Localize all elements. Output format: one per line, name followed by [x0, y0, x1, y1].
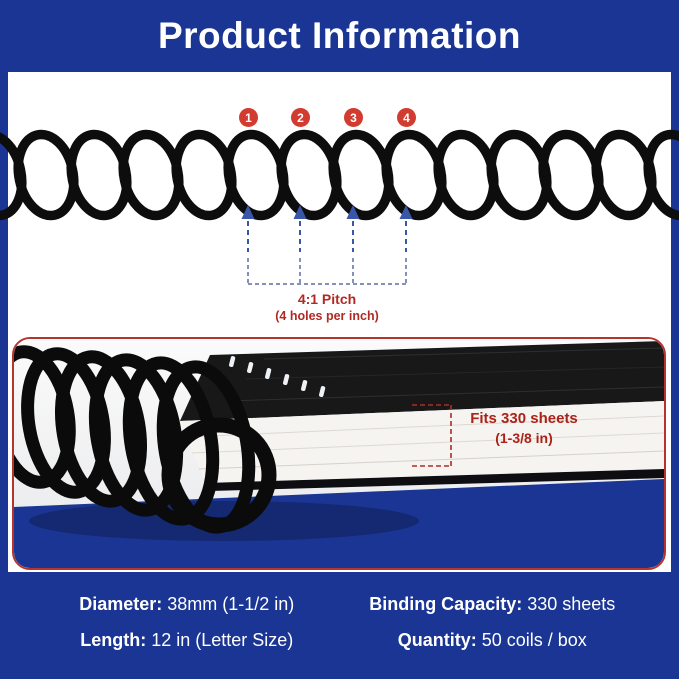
spec-length-label: Length:	[80, 630, 147, 650]
thickness-dimension-lines	[412, 404, 452, 467]
coil-pitch-diagram	[0, 129, 679, 285]
spec-diameter-label: Diameter:	[79, 594, 163, 614]
pitch-marker-3: 3	[344, 108, 363, 127]
spec-quantity: Quantity:50 coils / box	[340, 630, 646, 651]
spec-diameter: Diameter:38mm (1-1/2 in)	[34, 594, 340, 615]
pitch-bracket	[247, 258, 407, 285]
spec-length-value: 12 in (Letter Size)	[151, 630, 294, 650]
capacity-annotation: Fits 330 sheets (1-3/8 in)	[454, 409, 594, 448]
page-stack	[180, 401, 664, 491]
spec-binding-capacity: Binding Capacity:330 sheets	[340, 594, 646, 615]
spec-quantity-value: 50 coils / box	[481, 630, 587, 650]
spec-quantity-label: Quantity:	[397, 630, 477, 650]
pitch-marker-1: 1	[239, 108, 258, 127]
product-photo-illustration	[14, 339, 664, 568]
capacity-annotation-line2: (1-3/8 in)	[495, 430, 553, 447]
spec-binding-capacity-value: 330 sheets	[527, 594, 616, 614]
spiral-coil-illustration	[0, 129, 679, 221]
spec-length: Length:12 in (Letter Size)	[34, 630, 340, 651]
spec-diameter-value: 38mm (1-1/2 in)	[167, 594, 295, 614]
binding-coil	[14, 345, 277, 534]
spec-binding-capacity-label: Binding Capacity:	[369, 594, 523, 614]
capacity-annotation-line1: Fits 330 sheets	[470, 410, 578, 427]
header: Product Information	[0, 0, 679, 72]
product-photo: Fits 330 sheets (1-3/8 in)	[12, 337, 666, 570]
notebook-cover	[180, 341, 664, 421]
page-title: Product Information	[157, 15, 522, 56]
pitch-sublabel: (4 holes per inch)	[275, 309, 379, 323]
pitch-arrows	[241, 205, 413, 252]
pitch-label: 4:1 Pitch	[297, 291, 357, 307]
punch-holes	[229, 356, 326, 398]
pitch-marker-4: 4	[397, 108, 416, 127]
pitch-marker-2: 2	[291, 108, 310, 127]
specs: Diameter:38mm (1-1/2 in) Binding Capacit…	[0, 594, 679, 651]
